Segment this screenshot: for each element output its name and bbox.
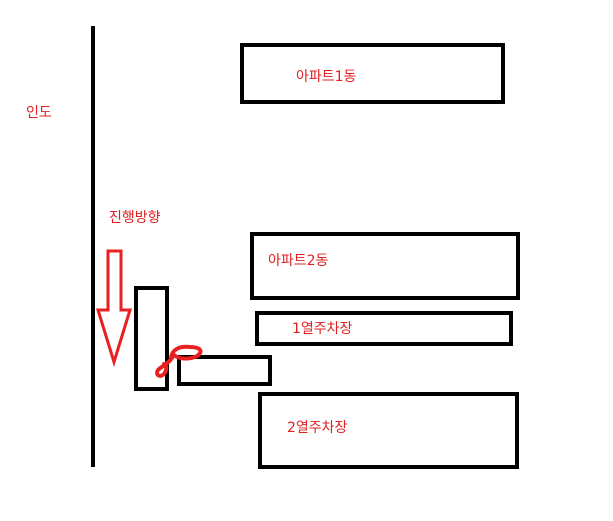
parking-row-2-box	[258, 392, 519, 469]
parking-row-1-box	[255, 311, 513, 346]
direction-label: 진행방향	[109, 210, 161, 226]
sidewalk-label: 인도	[26, 105, 52, 121]
contact-scribble	[155, 344, 203, 378]
apartment-2-label: 아파트2동	[268, 253, 329, 269]
apartment-1-box	[240, 43, 505, 104]
parking-row-2-label: 2열주차장	[287, 420, 348, 436]
direction-arrow	[95, 249, 133, 368]
apartment-1-label: 아파트1동	[296, 69, 357, 85]
horizontal-car-box	[177, 355, 272, 386]
vertical-car-box	[134, 286, 169, 391]
parking-row-1-label: 1열주차장	[292, 321, 353, 337]
apartment-2-box	[250, 232, 520, 300]
